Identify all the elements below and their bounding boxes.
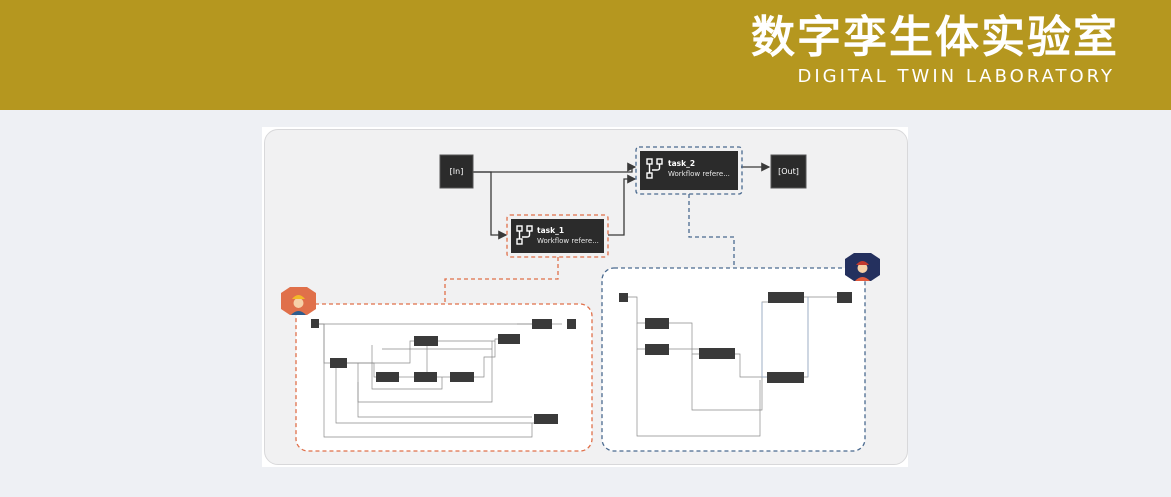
workflow-svg: [In] [Out] task_2 Workflow refere... bbox=[281, 146, 880, 452]
workflow-diagram: [In] [Out] task_2 Workflow refere... bbox=[262, 127, 908, 467]
task1-name: task_1 bbox=[537, 226, 564, 235]
workflow-branch-icon bbox=[646, 158, 663, 179]
task2-subworkflow bbox=[601, 267, 866, 452]
task1-ref: Workflow refere... bbox=[537, 237, 599, 245]
dashed-connectors bbox=[444, 194, 735, 305]
workflow-branch-icon bbox=[516, 225, 533, 245]
task1-subworkflow bbox=[295, 303, 593, 452]
brand-title-cn: 数字孪生体实验室 bbox=[751, 12, 1119, 63]
header-banner: 数字孪生体实验室 DIGITAL TWIN LABORATORY bbox=[0, 0, 1171, 110]
out-node-label: [Out] bbox=[778, 167, 799, 176]
task2-ref: Workflow refere... bbox=[668, 170, 730, 178]
in-node[interactable]: [In] bbox=[439, 154, 474, 189]
task1-node[interactable]: task_1 Workflow refere... bbox=[506, 214, 609, 258]
out-node[interactable]: [Out] bbox=[770, 154, 807, 189]
task2-name: task_2 bbox=[668, 159, 695, 168]
engineer-avatar-icon bbox=[845, 253, 880, 281]
in-node-label: [In] bbox=[450, 167, 464, 176]
task2-node[interactable]: task_2 Workflow refere... bbox=[635, 146, 743, 195]
brand-title-en: DIGITAL TWIN LABORATORY bbox=[797, 66, 1115, 87]
main-edges bbox=[473, 162, 771, 240]
worker-avatar-icon bbox=[281, 287, 316, 315]
